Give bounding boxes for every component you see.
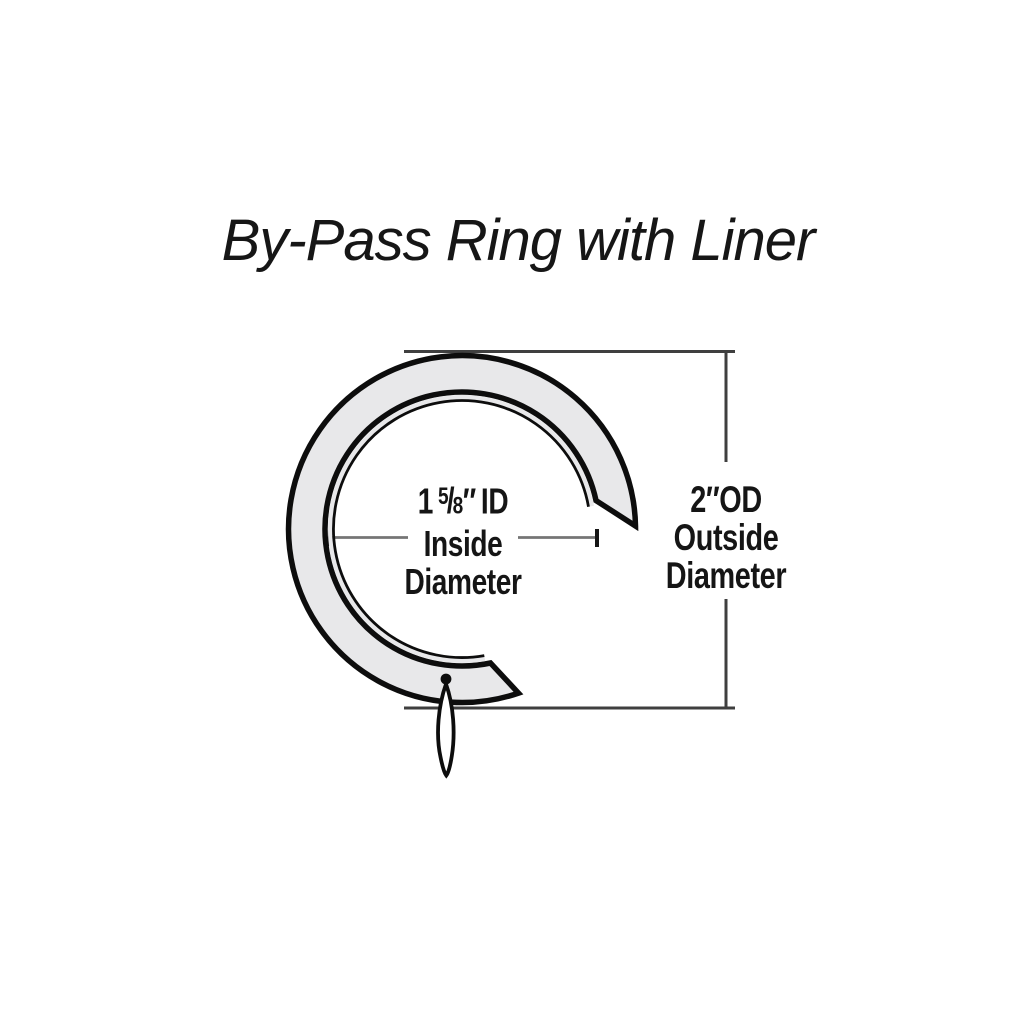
ring-liner-arc <box>332 399 590 659</box>
inside-diameter-word2: Diameter <box>404 561 522 603</box>
outside-diameter-word1: Outside <box>673 517 779 558</box>
eyelet-loop <box>436 678 456 779</box>
ring-body <box>285 352 639 706</box>
eyelet-rivet-dot <box>440 673 452 685</box>
ring-liner-spacer-arc <box>328 395 594 663</box>
outside-diameter-word2: Diameter <box>665 555 787 596</box>
inside-diameter-word1: Inside <box>423 523 503 565</box>
outside-diameter-value: 2″OD <box>690 479 762 520</box>
outside-diameter-label: 2″OD Outside Diameter <box>609 481 843 595</box>
page-title: By-Pass Ring with Liner <box>221 208 816 273</box>
